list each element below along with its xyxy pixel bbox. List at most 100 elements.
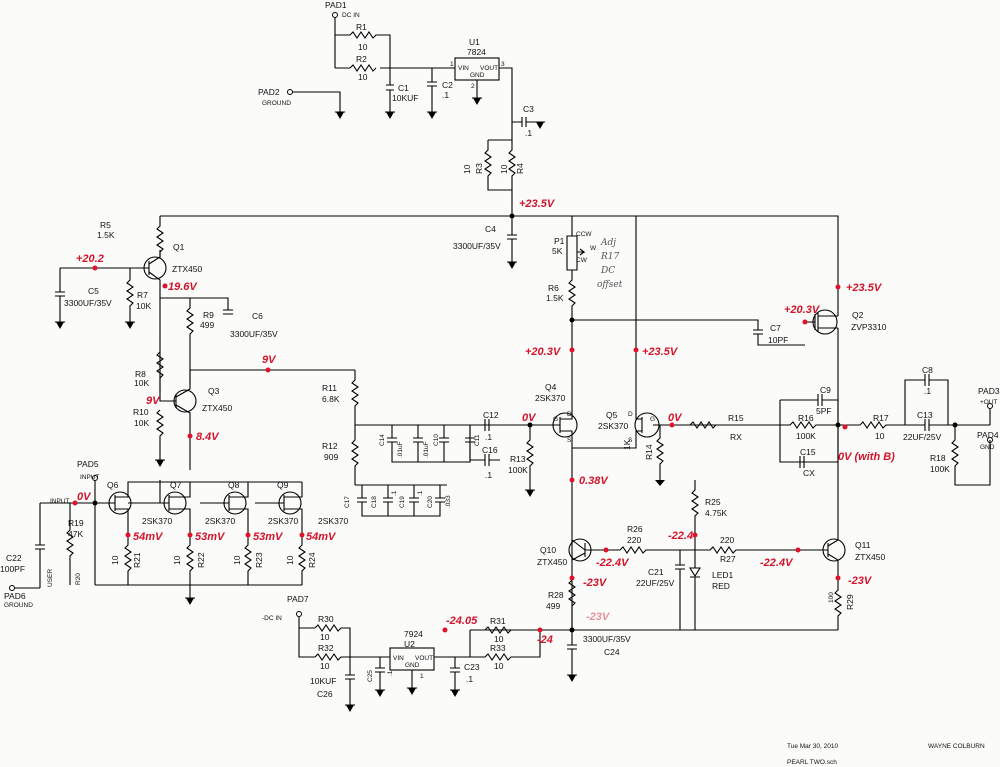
r30-label: R30 — [318, 614, 334, 624]
r8-label: R8 — [135, 369, 146, 379]
adjust-note: Adj R17 DC offset — [597, 238, 623, 290]
pad4-terminal[interactable] — [987, 437, 993, 443]
r31-value: 10 — [494, 634, 504, 644]
r24-label: R24 — [307, 552, 317, 568]
pad6-label: PAD6 — [4, 591, 26, 601]
pad5-label: PAD5 — [77, 459, 99, 469]
footer-file: PEARL TWO.sch — [787, 759, 837, 766]
c8-value: .1 — [924, 386, 931, 396]
voltage-q5-gate: 0V — [668, 412, 683, 424]
r29-value: 100 — [828, 592, 835, 603]
q3-value: ZTX450 — [202, 403, 233, 413]
u1-label: U1 — [469, 37, 480, 47]
r10-label: R10 — [133, 407, 149, 417]
p1-wiper: W — [590, 245, 597, 252]
q5-d: D — [628, 411, 633, 418]
voltage-q11-emitter: -23V — [848, 575, 873, 587]
footer-author: WAYNE COLBURN — [928, 743, 985, 750]
q10-label: Q10 — [540, 545, 556, 555]
c19-value: .1 — [417, 490, 424, 496]
voltage-q5-drain: +23.5V — [642, 346, 679, 358]
voltage-q2-gate: +20.3V — [784, 304, 821, 316]
r2-label: R2 — [356, 54, 367, 64]
bias-section: R5 1.5K Q1 ZTX450 C5 3300UF/35V R7 10K R… — [54, 216, 355, 470]
q5-label: Q5 — [606, 410, 618, 420]
c3-value: .1 — [525, 128, 532, 138]
pad7-terminal[interactable] — [296, 611, 302, 617]
title-block: Tue Mar 30, 2010 WAYNE COLBURN PEARL TWO… — [787, 743, 985, 766]
pad2-terminal[interactable] — [287, 89, 293, 95]
c16-label: C16 — [482, 445, 498, 455]
q9-value: 2SK370 — [268, 516, 299, 526]
pad5-terminal[interactable] — [92, 475, 98, 481]
q5-g: G — [650, 416, 655, 423]
pad3-terminal[interactable] — [987, 403, 993, 409]
q11-value: ZTX450 — [855, 552, 886, 562]
u1-vin: VIN — [458, 65, 469, 72]
note-line-3: DC — [600, 266, 615, 276]
q11-label: Q11 — [855, 540, 871, 550]
r15-label: R15 — [728, 413, 744, 423]
q7-label: Q7 — [170, 480, 182, 490]
r1-label: R1 — [356, 22, 367, 32]
pad6-terminal[interactable] — [9, 585, 15, 591]
pad2-label: PAD2 — [258, 87, 280, 97]
q4-label: Q4 — [545, 382, 557, 392]
r32-label: R32 — [318, 643, 334, 653]
pad4-label: PAD4 — [977, 430, 999, 440]
output-stage: Q2 ZVP3310 R15 RX C9 5PF R16 100K C15 CX… — [669, 284, 1000, 540]
pad7-sub: -DC IN — [262, 615, 282, 622]
note-line-4: offset — [597, 280, 623, 290]
q1-value: ZTX450 — [172, 264, 203, 274]
r28-value: 499 — [546, 601, 560, 611]
c19-label: C19 — [399, 496, 406, 508]
u1-gnd: GND — [470, 72, 485, 79]
r6-label: R6 — [548, 283, 559, 293]
c18-value: .1 — [391, 490, 398, 496]
voltage-q4-source: 0.38V — [579, 475, 609, 487]
pad1-terminal[interactable] — [332, 12, 338, 18]
q4-g: G — [553, 416, 558, 423]
r17-label: R17 — [873, 413, 889, 423]
r23-value: 10 — [232, 555, 242, 565]
r22-value: 10 — [172, 555, 182, 565]
c2-label: C2 — [442, 80, 453, 90]
c7-value: 10PF — [768, 335, 788, 345]
c3-label: C3 — [523, 104, 534, 114]
c5-label: C5 — [88, 286, 99, 296]
r3-value: 10 — [462, 164, 472, 174]
r18-label: R18 — [930, 453, 946, 463]
r24-value: 10 — [285, 555, 295, 565]
voltage-q6-source: 54mV — [133, 531, 164, 543]
note-line-1: Adj — [600, 238, 616, 248]
c23-label: C23 — [464, 662, 480, 672]
r4-label: R4 — [515, 163, 525, 174]
r11-value: 6.8K — [322, 394, 340, 404]
voltage-output-node: 0V (with B) — [838, 451, 895, 463]
p1-ccw: CCW — [576, 231, 592, 238]
pad1-label: PAD1 — [325, 0, 347, 10]
pad3-sub: +OUT — [980, 399, 998, 406]
c2-value: .1 — [442, 90, 449, 100]
r19-label: R19 — [68, 518, 84, 528]
c10-value: .01uF — [423, 441, 430, 458]
filter-section: R11 6.8K R12 909 C14 .01uF C10 .01uF C11… — [322, 370, 540, 517]
voltage-q10-base: -22.4V — [596, 557, 630, 569]
c22-value: 100PF — [0, 564, 25, 574]
q2-value: ZVP3310 — [851, 322, 887, 332]
q7-value: 2SK370 — [142, 516, 173, 526]
u2-value: 7924 — [404, 629, 423, 639]
voltage-q1-emitter: 19.6V — [168, 281, 198, 293]
r20-label: R20 — [75, 573, 82, 585]
voltage-q8-source: 53mV — [253, 531, 284, 543]
c26-label: C26 — [317, 689, 333, 699]
c1-value: 10KUF — [392, 93, 418, 103]
c6-label: C6 — [252, 311, 263, 321]
c15-value: CX — [803, 468, 815, 478]
voltage-q11-base: -22.4V — [760, 557, 794, 569]
led1-label: LED1 — [712, 570, 734, 580]
r1-value: 10 — [358, 42, 368, 52]
pad1-sub: DC IN — [342, 12, 360, 19]
r9-value: 499 — [200, 320, 214, 330]
c5-value: 3300UF/35V — [64, 298, 112, 308]
